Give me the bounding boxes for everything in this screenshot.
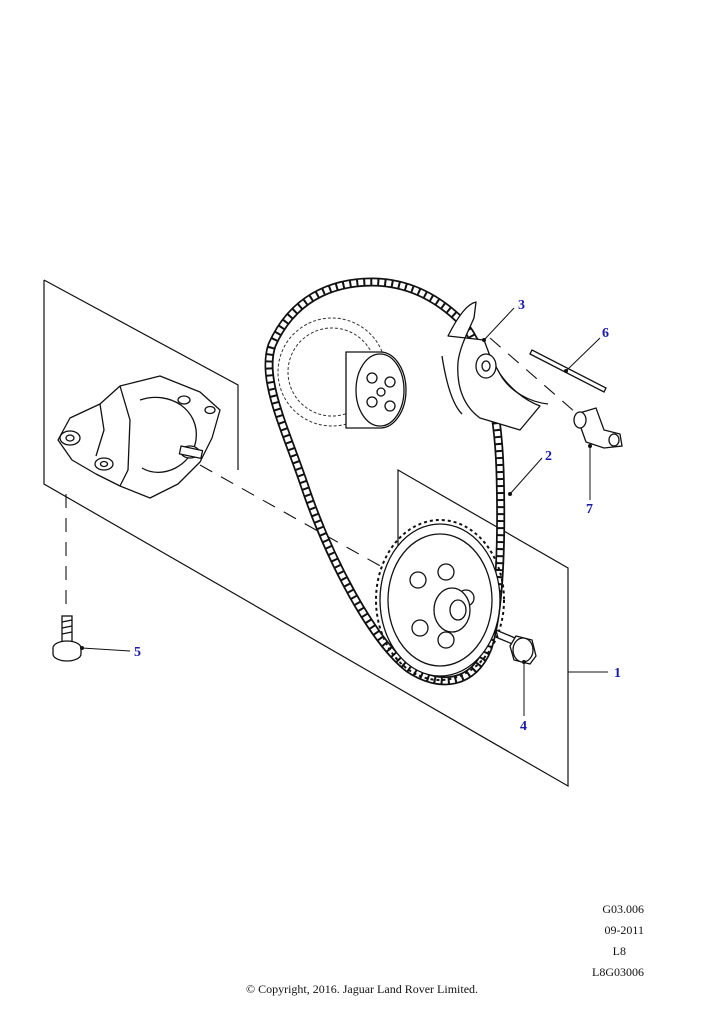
callout-3: 3 — [518, 298, 525, 313]
drawing-number: L8G03006 — [592, 965, 644, 979]
sprocket-bolt — [495, 628, 537, 665]
callout-7: 7 — [586, 502, 593, 517]
dashed-guides — [65, 337, 576, 612]
copyright-notice: © Copyright, 2016. Jaguar Land Rover Lim… — [245, 982, 479, 996]
model-code: L8 — [612, 944, 626, 958]
crankshaft-sprocket — [379, 523, 501, 677]
timing-chain-inner — [266, 279, 504, 684]
pump-bolt — [52, 615, 82, 662]
callout-1: 1 — [614, 666, 621, 681]
camshaft-hub — [345, 351, 407, 429]
tensioner-bolt — [573, 407, 623, 449]
chain-tensioner — [441, 301, 549, 431]
oil-pump — [57, 375, 221, 499]
sprocket-teeth — [375, 519, 505, 681]
callout-2: 2 — [545, 449, 552, 464]
callout-6: 6 — [602, 326, 609, 341]
callout-5: 5 — [134, 645, 141, 660]
leader-dots — [80, 338, 592, 664]
assembly-outline — [43, 279, 569, 788]
leader-lines — [81, 307, 608, 716]
callout-4: 4 — [520, 719, 527, 734]
drawing-date: 09-2011 — [604, 923, 644, 937]
reference-code: G03.006 — [602, 902, 644, 916]
callouts: 1 2 3 4 5 6 7 — [134, 298, 621, 734]
